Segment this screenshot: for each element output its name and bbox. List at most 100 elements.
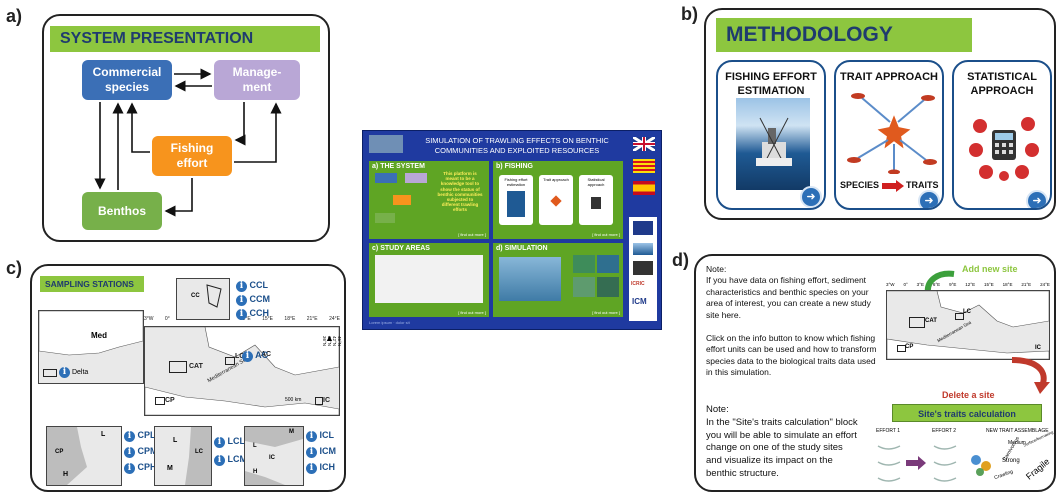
- cp-inset-h: H: [63, 471, 69, 478]
- lon-tick: 3°W: [144, 316, 154, 322]
- add-site-label: Add new site: [962, 264, 1018, 274]
- traits-calculation-button[interactable]: Site's traits calculation: [892, 404, 1042, 422]
- next-arrow-icon[interactable]: ➜: [800, 186, 822, 208]
- mini-card: Statistical approach: [579, 175, 613, 225]
- note-traits: Note: In the "Site's traits calculation"…: [706, 404, 858, 480]
- quadrant-a-text: This platform is meant to be a knowledge…: [437, 171, 483, 213]
- statistical-approach-card-title: STATISTICAL APPROACH: [967, 71, 1037, 98]
- quadrant-a-letter: a): [372, 163, 379, 170]
- station-cph-label: CPH: [137, 462, 157, 472]
- station-ccm-label: CCM: [249, 294, 271, 304]
- quadrant-c-letter: c): [372, 245, 379, 252]
- station-cpm[interactable]: i CPM: [124, 446, 158, 458]
- find-more-link[interactable]: [ find out more ]: [458, 232, 486, 237]
- header-image: [369, 135, 403, 153]
- catalan-flag-icon[interactable]: [633, 159, 655, 173]
- station-lcm-label: LCM: [227, 454, 248, 464]
- effort-shrimps-illustration: [877, 445, 991, 482]
- next-arrow-icon[interactable]: ➜: [1026, 190, 1048, 208]
- next-arrow-icon[interactable]: ➜: [918, 190, 940, 208]
- cat-box: [909, 317, 925, 328]
- notes-panel: Note: If you have data on fishing effort…: [694, 254, 1056, 492]
- panel-label-a: a): [6, 6, 23, 26]
- find-more-link[interactable]: [ find out more ]: [458, 310, 486, 315]
- station-ccl[interactable]: i CCL: [236, 280, 268, 292]
- sampling-title: SAMPLING STATIONS: [40, 276, 144, 292]
- panel-label-b: b): [681, 4, 698, 24]
- info-icon[interactable]: i: [59, 367, 70, 378]
- ic-box: [315, 397, 323, 405]
- logo-column: ICRIC ICM: [629, 217, 657, 321]
- quadrant-fishing[interactable]: b) FISHING Fishing effort estimation Tra…: [493, 161, 623, 239]
- find-more-link[interactable]: [ find out more ]: [592, 232, 620, 237]
- info-icon[interactable]: i: [124, 447, 135, 458]
- find-more-link[interactable]: [ find out more ]: [592, 310, 620, 315]
- spanish-flag-icon[interactable]: [633, 181, 655, 195]
- station-cch[interactable]: i CCH: [236, 308, 269, 320]
- species-label: SPECIES: [840, 180, 880, 190]
- map-cat-label: CAT: [925, 318, 937, 324]
- info-icon[interactable]: i: [306, 431, 317, 442]
- seabed-photo: [597, 277, 619, 297]
- info-icon[interactable]: i: [214, 455, 225, 466]
- sea-photo: [499, 257, 561, 301]
- delete-site-label: Delete a site: [942, 390, 995, 400]
- info-icon[interactable]: i: [306, 463, 317, 474]
- info-icon[interactable]: i: [124, 431, 135, 442]
- cat-label: CAT: [189, 363, 203, 370]
- info-icon[interactable]: i: [214, 437, 225, 448]
- station-ich-label: ICH: [319, 462, 336, 472]
- calculator-icon: [969, 117, 1039, 181]
- station-icm[interactable]: i ICM: [306, 446, 336, 458]
- station-icl[interactable]: i ICL: [306, 430, 334, 442]
- station-lcl[interactable]: i LCL: [214, 436, 245, 448]
- lc-inset-map: LC L M: [154, 426, 212, 486]
- station-cph[interactable]: i CPH: [124, 462, 157, 474]
- lon-tick: 3°E: [916, 282, 924, 287]
- cp-box: [897, 345, 906, 352]
- trait-web-icon: [847, 93, 937, 174]
- station-ac[interactable]: i AC: [242, 350, 268, 362]
- info-icon[interactable]: i: [242, 351, 253, 362]
- station-icm-label: ICM: [319, 446, 337, 456]
- lon-tick: 18°E: [1002, 282, 1013, 287]
- quadrant-study-areas[interactable]: c) STUDY AREAS [ find out more ]: [369, 243, 489, 317]
- trait-approach-card[interactable]: TRAIT APPROACH SPECIES TRAITS ➜: [834, 60, 944, 210]
- station-ich[interactable]: i ICH: [306, 462, 335, 474]
- info-icon[interactable]: i: [236, 281, 247, 292]
- trait-word: Strong: [1002, 458, 1020, 464]
- station-ccm[interactable]: i CCM: [236, 294, 270, 306]
- quadrant-simulation[interactable]: d) SIMULATION [ find out more ]: [493, 243, 623, 317]
- info-icon[interactable]: i: [236, 309, 247, 320]
- north-arrow-icon: ▲: [325, 333, 334, 343]
- effort2-label: EFFORT 2: [932, 428, 956, 434]
- mini-card-title: Trait approach: [543, 177, 569, 182]
- info-icon[interactable]: i: [306, 447, 317, 458]
- red-arrow-icon[interactable]: [1008, 356, 1052, 394]
- trait-approach-card-title: TRAIT APPROACH: [840, 71, 938, 83]
- sampling-panel: SAMPLING STATIONS CAT LC AC Mediterranea…: [30, 264, 346, 492]
- cp-label: CP: [165, 397, 175, 404]
- fishing-effort-card[interactable]: FISHING EFFORT ESTIMATION ➜: [716, 60, 826, 210]
- mini-node: [375, 213, 395, 223]
- ic-inset-m: M: [289, 429, 294, 435]
- lc-inset-m: M: [167, 465, 173, 472]
- lon-tick: 15°E: [262, 316, 273, 322]
- fishing-effort-node: Fishing effort: [152, 136, 232, 176]
- cp-inset-label: CP: [55, 449, 64, 455]
- ic-label: IC: [323, 397, 330, 404]
- fishing-effort-card-title: FISHING EFFORT ESTIMATION: [725, 71, 817, 98]
- dark-logo: [633, 261, 653, 275]
- delta-inset-map: Med i Delta: [38, 310, 144, 384]
- fishing-boat-image: [736, 98, 810, 190]
- info-icon[interactable]: i: [236, 295, 247, 306]
- uk-flag-icon[interactable]: [633, 137, 655, 151]
- station-lcm[interactable]: i LCM: [214, 454, 247, 466]
- statistical-approach-card[interactable]: STATISTICAL APPROACH ➜: [952, 60, 1052, 210]
- info-icon[interactable]: i: [124, 463, 135, 474]
- quadrant-system[interactable]: a) THE SYSTEM This platform is meant to …: [369, 161, 489, 239]
- station-cpl[interactable]: i CPL: [124, 430, 156, 442]
- lon-tick: 18°E: [284, 316, 296, 322]
- cp-inset-map: CP L H: [46, 426, 122, 486]
